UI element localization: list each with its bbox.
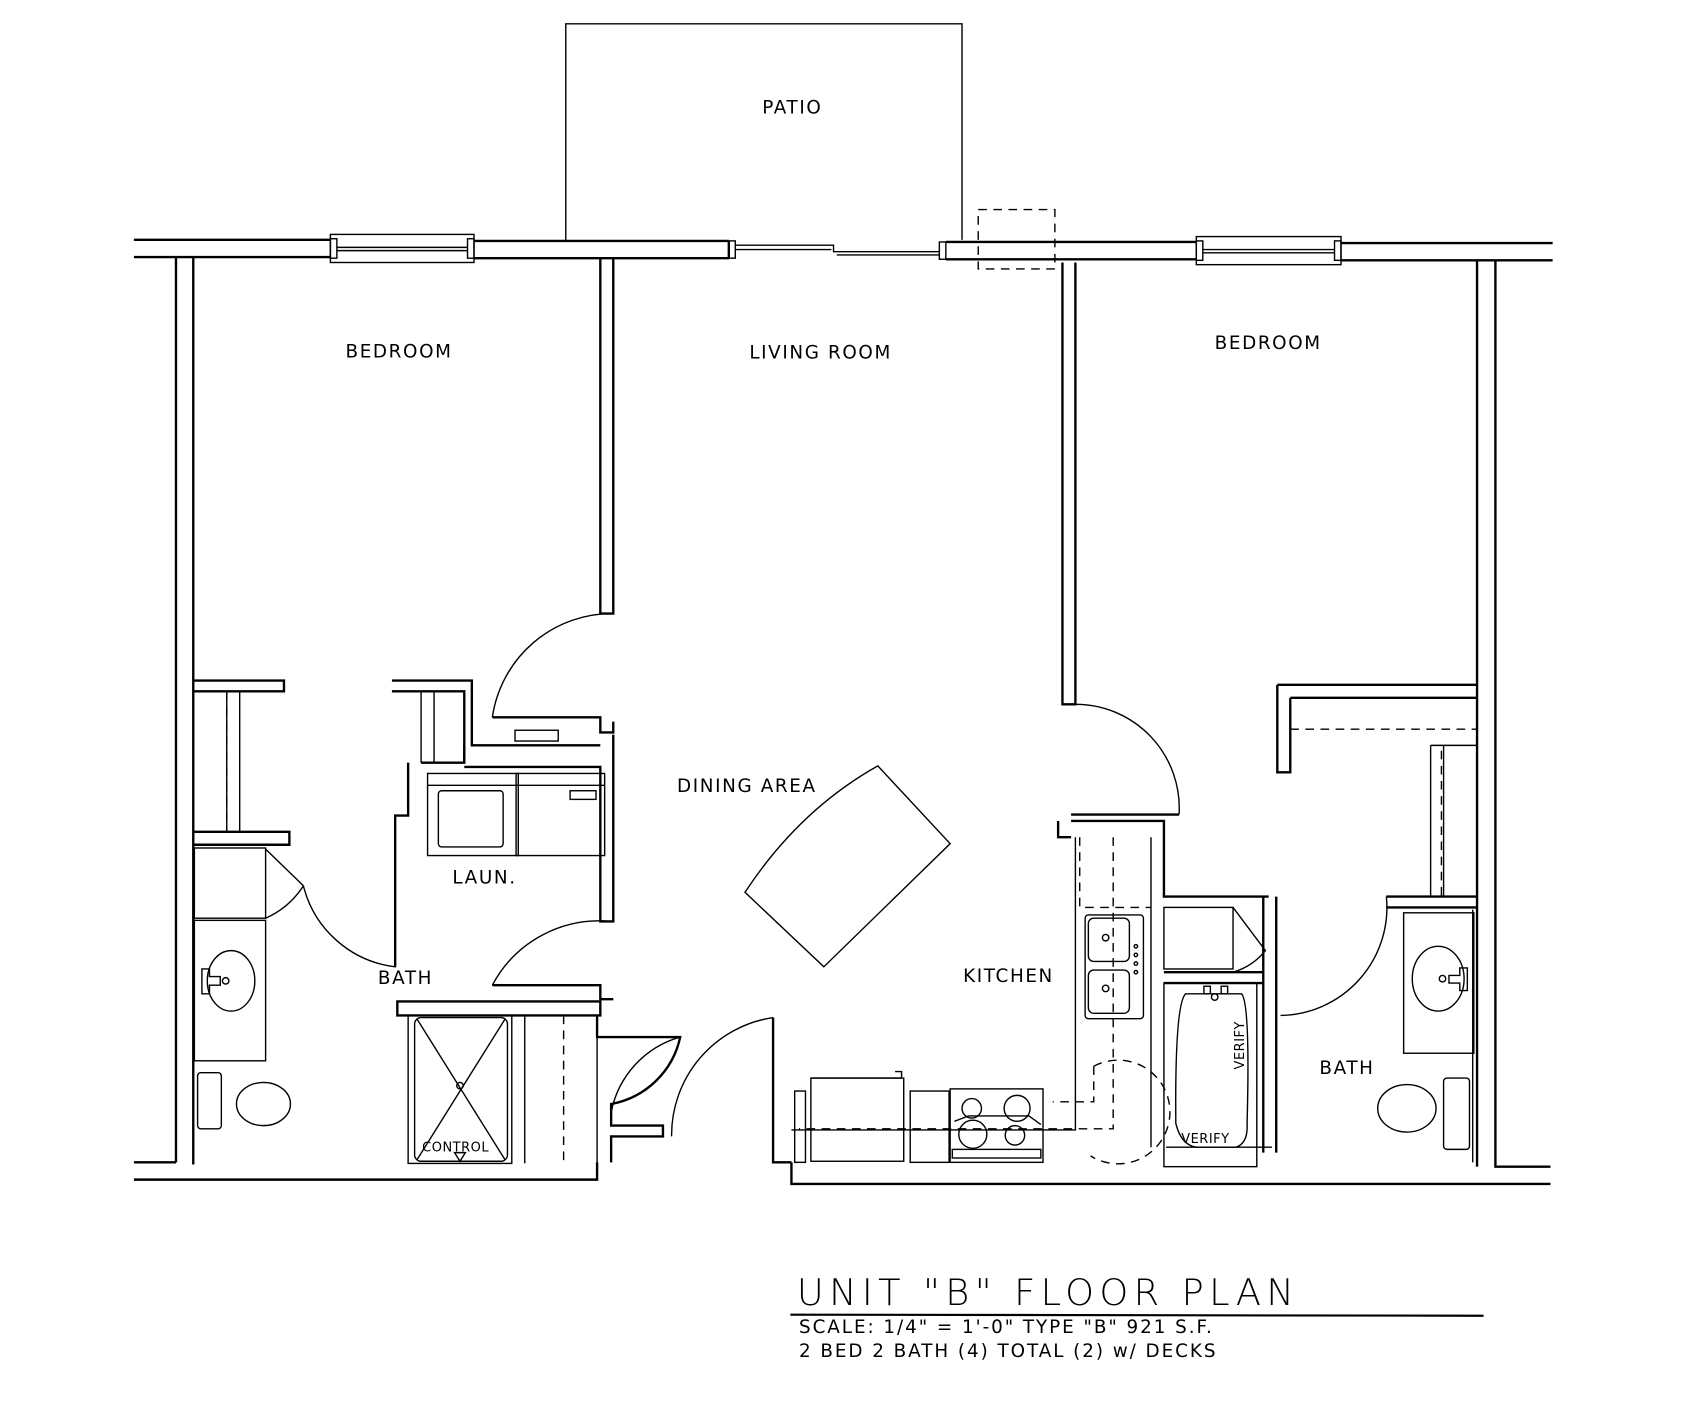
label-kitchen: KITCHEN — [963, 966, 1054, 987]
partition-walls-left — [193, 258, 792, 1165]
plan-scale-line: SCALE: 1/4" = 1'-0" TYPE "B" 921 S.F. — [799, 1317, 1214, 1338]
label-bath-right: BATH — [1319, 1058, 1374, 1079]
right-exterior-wall — [790, 260, 1551, 1186]
label-bedroom-right: BEDROOM — [1215, 333, 1322, 354]
label-control: CONTROL — [422, 1141, 489, 1156]
label-dining-area: DINING AREA — [677, 776, 817, 797]
partition-walls-right — [791, 262, 1478, 1168]
top-exterior-wall — [133, 208, 1553, 270]
label-verify-vertical: VERIFY — [1233, 1021, 1248, 1069]
dining-table — [744, 765, 952, 968]
title-block: UNIT "B" FLOOR PLAN SCALE: 1/4" = 1'-0" … — [790, 1271, 1484, 1362]
patio — [565, 23, 963, 240]
label-living-room: LIVING ROOM — [749, 343, 892, 364]
label-laundry: LAUN. — [452, 868, 516, 889]
label-bedroom-left: BEDROOM — [346, 342, 453, 363]
label-bath-left: BATH — [378, 968, 433, 989]
left-exterior-wall — [133, 257, 599, 1181]
label-patio: PATIO — [762, 97, 822, 118]
plan-title: UNIT "B" FLOOR PLAN — [797, 1271, 1299, 1314]
plan-summary-line: 2 BED 2 BATH (4) TOTAL (2) w/ DECKS — [799, 1341, 1217, 1362]
label-verify-horizontal: VERIFY — [1181, 1132, 1229, 1147]
